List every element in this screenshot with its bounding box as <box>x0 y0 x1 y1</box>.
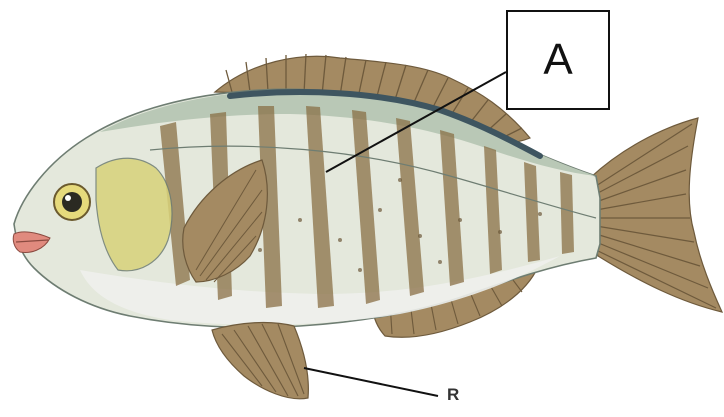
label-a-box: A <box>506 10 610 110</box>
label-r-text: R <box>447 385 459 405</box>
eye <box>54 184 90 220</box>
label-a-text: A <box>543 35 572 85</box>
leader-line-r <box>304 368 438 396</box>
